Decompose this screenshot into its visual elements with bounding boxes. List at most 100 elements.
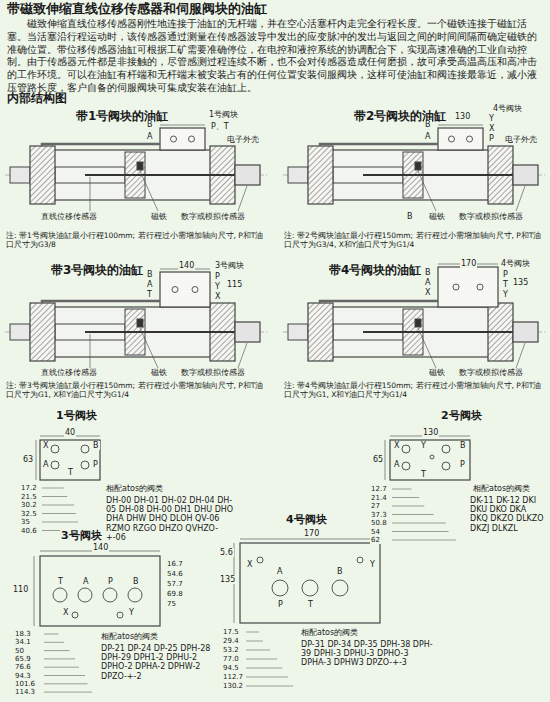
dimension-label: 69.8 (166, 590, 184, 598)
port-label: B (92, 441, 100, 450)
valve-port (467, 136, 473, 142)
dimension-label: 140 (178, 261, 195, 270)
piston-rod-end (10, 324, 30, 340)
dimension-line (246, 677, 288, 678)
port-label: A (424, 278, 431, 287)
sensor-waveguide (85, 331, 235, 333)
part-label: 磁铁 (428, 368, 446, 377)
part-label: 相配atos的阀类 (100, 632, 159, 641)
piston-rod-end (10, 167, 30, 183)
rod-end-cap (30, 146, 55, 204)
dimension-label: 62 (370, 536, 381, 544)
part-label: 4号阀块 (500, 259, 531, 268)
dimension-label: 170 (460, 259, 477, 268)
oil-pipe (320, 301, 438, 303)
dimension-label: 110 (12, 585, 29, 594)
electronics-housing (235, 165, 260, 185)
dimension-label: 94.5 (222, 664, 240, 672)
port-label: P、T (210, 122, 230, 131)
port-label: A (42, 460, 49, 469)
note-text: 注: 带4号阀块油缸最小行程150mm; 若行程过小需增加轴向尺寸, P和T油口… (283, 382, 547, 399)
cylinder-drawing (5, 125, 267, 211)
dimension-line (44, 675, 85, 676)
dimension-line (44, 650, 70, 651)
dimension-line (42, 513, 76, 514)
dimension-line (392, 523, 446, 524)
magnet (137, 319, 143, 327)
part-label: 电子外壳 (504, 135, 538, 144)
port-label: Y (420, 441, 427, 450)
valve-block-drawings (34, 436, 470, 692)
leader-line (238, 343, 247, 368)
dimension-label: 170 (303, 529, 320, 538)
part-label: 1号阀块 (208, 110, 239, 119)
section-heading: 内部结构图 (6, 92, 68, 106)
electronics-housing (513, 165, 538, 185)
dimension-line (44, 642, 64, 643)
port-label: A (393, 460, 400, 469)
port-label: A (146, 280, 153, 289)
dimension-line (246, 668, 282, 669)
port-label: B (132, 577, 140, 586)
sensor-waveguide (85, 174, 235, 176)
dimension-label: 40.6 (20, 527, 38, 535)
magnet (137, 162, 143, 170)
dimension-line (36, 440, 37, 480)
part-label: 4号阀块 (492, 104, 523, 113)
port-hole (442, 462, 450, 470)
dimension-label: 21.5 (20, 493, 38, 501)
leader-line (516, 343, 525, 368)
port-label: Y (369, 560, 376, 569)
port-label: X (42, 441, 49, 450)
rod-end-cap (308, 303, 333, 361)
dimension-label: 101.6 (14, 680, 36, 688)
note-text: 注: 带1号阀块油缸最小行程100mm; 若行程过小需增加轴向尺寸, P和T油口… (5, 232, 269, 249)
port-label: P (214, 272, 221, 281)
part-label: 磁铁 (150, 212, 168, 221)
part-label: 相配atos的阀类 (472, 484, 531, 493)
dimension-label: 54 (370, 528, 381, 536)
dimension-label: 114.3 (14, 688, 36, 696)
section-heading: 1号阀块 (55, 410, 98, 423)
dimension-line (44, 667, 79, 668)
valve-type-list: DH-00 DH-01 DH-02 DH-04 DH-05 DH-08 DH-0… (105, 496, 237, 542)
dimension-line (44, 658, 75, 659)
dimension-line (44, 683, 88, 684)
valve-port (172, 287, 178, 293)
dimension-line (44, 692, 92, 693)
valve-port (171, 136, 177, 142)
valve-port (449, 136, 455, 142)
port-label: X (393, 441, 400, 450)
port-hole (81, 461, 89, 469)
section-heading: 带1号阀块的油缸 (75, 110, 169, 124)
section-heading: 带4号阀块的油缸 (328, 264, 422, 278)
part-label: 相配atos的阀类 (105, 484, 164, 493)
dimension-label: 130.2 (222, 682, 244, 690)
valve-port (477, 284, 483, 290)
sensor-waveguide (363, 174, 513, 176)
note-text: 注: 带2号阀块油缸最小行程150mm; 若行程过小需增加轴向尺寸, P和T油口… (283, 232, 547, 249)
port-label: A (146, 132, 153, 141)
dimension-label: 65 (372, 455, 384, 464)
dimension-label: 40 (64, 428, 76, 437)
port-hole (78, 588, 92, 602)
dimension-label: 12.7 (370, 485, 388, 493)
port-hole (302, 580, 318, 596)
part-label: 电子外壳 (226, 135, 260, 144)
section-heading: 带3号阀块的油缸 (50, 264, 144, 278)
section-heading: 2号阀块 (440, 410, 483, 423)
port-label: A (276, 567, 283, 576)
dimension-line (385, 440, 386, 480)
port-label: P (92, 460, 99, 469)
port-label: A (424, 132, 431, 141)
page-title: 带磁致伸缩直线位移传感器和伺服阀块的油缸 (6, 2, 268, 16)
port-hole (53, 588, 67, 602)
dimension-label: 112.7 (222, 673, 244, 681)
port-label: T (67, 468, 74, 477)
dimension-label: 57.7 (166, 580, 184, 588)
dimension-label: 63 (22, 455, 34, 464)
valve-block (160, 128, 205, 150)
dimension-label: 35 (20, 518, 31, 526)
piston-rod-end (288, 167, 308, 183)
